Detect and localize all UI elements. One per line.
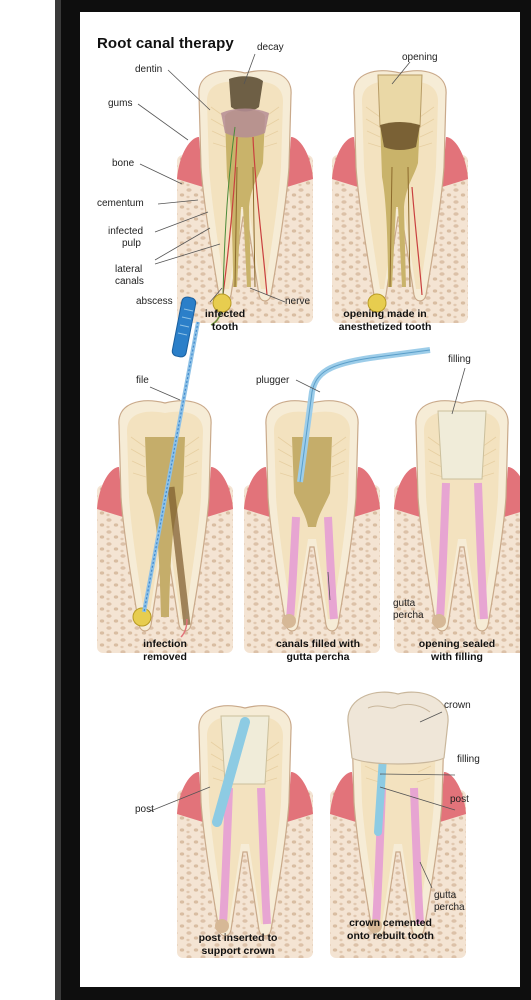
- label-post-1: post: [135, 804, 154, 815]
- tooth-infected: [176, 70, 314, 326]
- label-infected-pulp-1: infected: [108, 226, 144, 237]
- caption-opening-sealed: opening sealed with filling: [402, 638, 512, 664]
- label-filling-2: filling: [457, 754, 480, 765]
- caption-line: anesthetized tooth: [338, 321, 432, 333]
- tooth-crown: [329, 691, 467, 959]
- caption-line: opening sealed: [418, 638, 496, 650]
- caption-line: removed: [143, 651, 187, 663]
- label-gutta-percha-1a: gutta: [393, 598, 416, 609]
- label-nerve: nerve: [285, 296, 311, 307]
- caption-infection-removed: infection removed: [120, 638, 210, 664]
- caption-line: support crown: [201, 945, 275, 957]
- caption-line: onto rebuilt tooth: [347, 930, 434, 942]
- caption-line: with filling: [431, 651, 483, 663]
- tooth-filling: [393, 400, 520, 654]
- tooth-opening: [331, 70, 469, 324]
- label-plugger: plugger: [256, 375, 290, 386]
- tooth-post: [176, 705, 314, 959]
- caption-line: infection: [143, 638, 187, 650]
- caption-crown-cemented: crown cemented onto rebuilt tooth: [328, 917, 453, 943]
- label-crown: crown: [444, 700, 471, 711]
- caption-post-inserted: post inserted to support crown: [178, 932, 298, 958]
- label-cementum: cementum: [97, 198, 144, 209]
- frame-edge: [55, 0, 61, 1000]
- label-opening: opening: [402, 52, 438, 63]
- leader-lines: [137, 53, 466, 889]
- label-gutta-percha-2a: gutta: [434, 890, 457, 901]
- caption-line: post inserted to: [198, 932, 278, 944]
- label-gutta-percha-1b: percha: [393, 610, 424, 621]
- label-decay: decay: [257, 42, 284, 53]
- label-filling-1: filling: [448, 354, 471, 365]
- label-file: file: [136, 375, 149, 386]
- plugger-instrument: [297, 347, 431, 483]
- caption-line: opening made in: [343, 308, 427, 320]
- label-lateral-canals-2: canals: [115, 276, 144, 287]
- caption-line: gutta percha: [286, 651, 350, 663]
- caption-line: infected: [204, 308, 246, 320]
- label-post-2: post: [450, 794, 469, 805]
- tooth-plugger: [243, 400, 381, 654]
- diagram-illustration: [96, 53, 520, 959]
- caption-opening-made: opening made in anesthetized tooth: [320, 308, 450, 334]
- label-abscess: abscess: [136, 296, 173, 307]
- label-infected-pulp-2: pulp: [122, 238, 141, 249]
- diagram-canvas: Root canal therapy decay dentin gums bon…: [80, 12, 520, 987]
- label-dentin: dentin: [135, 64, 163, 75]
- label-gums: gums: [108, 98, 133, 109]
- caption-canals-filled: canals filled with gutta percha: [258, 638, 378, 664]
- caption-line: crown cemented: [349, 917, 432, 929]
- caption-line: tooth: [211, 321, 239, 333]
- tooth-file: [96, 400, 234, 654]
- file-instrument: [142, 296, 200, 613]
- caption-infected-tooth: infected tooth: [190, 308, 260, 334]
- label-gutta-percha-2b: percha: [434, 902, 465, 913]
- label-lateral-canals-1: lateral: [115, 264, 143, 275]
- diagram-title: Root canal therapy: [97, 35, 234, 52]
- caption-line: canals filled with: [275, 638, 361, 650]
- label-bone: bone: [112, 158, 135, 169]
